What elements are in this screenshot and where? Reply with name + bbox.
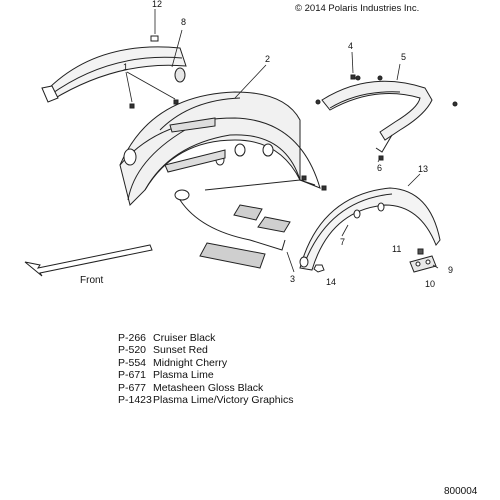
callout-5: 5: [401, 52, 406, 62]
callout-1: 1: [123, 62, 128, 72]
part-9-10-11-bracket[interactable]: [409, 248, 437, 273]
figure-number: 800004: [444, 486, 478, 497]
callout-13: 13: [418, 164, 428, 174]
paint-row: P-677 Metasheen Gloss Black: [118, 382, 293, 394]
paint-name: Sunset Red: [153, 344, 208, 357]
callout-4: 4: [348, 41, 353, 51]
part-8-front-trim[interactable]: [41, 46, 187, 103]
paint-code: P-671: [118, 369, 147, 382]
callout-3: 3: [290, 274, 295, 284]
part-13-side-fender[interactable]: [299, 187, 441, 271]
part-5-trim-bracket[interactable]: [315, 75, 458, 153]
callout-11: 11: [392, 244, 401, 254]
part-14-nut[interactable]: [313, 264, 325, 273]
copyright-notice: © 2014 Polaris Industries Inc.: [295, 3, 420, 14]
paint-code: P-520: [118, 344, 147, 357]
callout-10: 10: [425, 279, 435, 289]
callout-9: 9: [448, 265, 453, 275]
part-6-fastener[interactable]: [301, 155, 384, 191]
paint-row: P-554 Midnight Cherry: [118, 357, 293, 369]
paint-code: P-554: [118, 356, 147, 369]
part-2-rear-fender[interactable]: [119, 91, 321, 251]
paint-name: Plasma Lime/Victory Graphics: [153, 394, 294, 407]
part-1-fasteners[interactable]: [129, 99, 179, 109]
front-arrow: [24, 244, 153, 277]
callout-14: 14: [326, 277, 336, 287]
callout-6: 6: [377, 163, 382, 173]
paint-name: Cruiser Black: [153, 332, 216, 344]
paint-name: Midnight Cherry: [153, 356, 228, 369]
paint-row: P-266 Cruiser Black: [118, 332, 293, 344]
paint-code: P-677: [118, 381, 147, 394]
callout-7: 7: [340, 237, 345, 247]
paint-code: P-1423: [118, 394, 152, 407]
paint-row: P-671 Plasma Lime: [118, 369, 293, 381]
paint-code-list: P-266 Cruiser Black P-520 Sunset Red P-554…: [118, 332, 293, 406]
callout-12: 12: [152, 0, 162, 9]
part-4-fastener[interactable]: [350, 74, 356, 80]
part-3-decals[interactable]: [199, 204, 291, 269]
callout-8: 8: [181, 17, 186, 27]
paint-name: Plasma Lime: [153, 369, 214, 382]
leader-lines: [125, 9, 439, 273]
front-direction-label: Front: [80, 275, 104, 286]
callout-2: 2: [265, 54, 270, 64]
part-12-screw[interactable]: [150, 35, 159, 42]
paint-name: Metasheen Gloss Black: [153, 381, 264, 394]
paint-row: P-520 Sunset Red: [118, 344, 293, 356]
paint-code: P-266: [118, 332, 147, 344]
